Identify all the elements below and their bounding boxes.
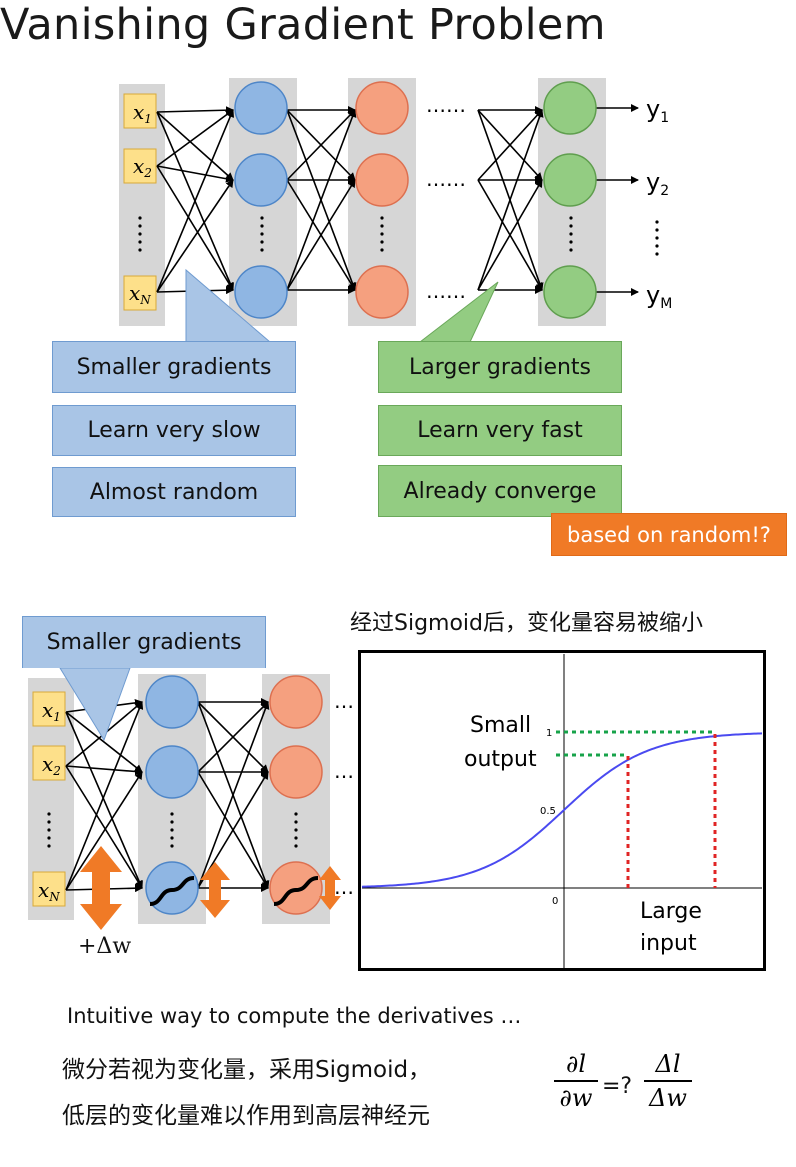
rhs-denominator: Δw: [649, 1084, 687, 1112]
input-node-xN: [123, 275, 157, 311]
input-node-x2: [123, 148, 157, 184]
top-network-diagram: x1 x2 xN …… …… …… y1 y2 yM: [119, 78, 672, 326]
smaller-gradients-box: Smaller gradients: [52, 341, 296, 393]
formula-relation: =?: [602, 1074, 633, 1099]
learn-very-fast-box: Learn very fast: [378, 405, 622, 456]
chinese-line-2: 低层的变化量难以作用到高层神经元: [62, 1103, 430, 1129]
input-node-x1: [123, 93, 157, 129]
ellipsis-b: …: [334, 759, 354, 783]
almost-random-box: Almost random: [52, 467, 296, 517]
input-label: input: [640, 931, 697, 956]
bottom-network-diagram: x1 x2 xN … … …: [28, 667, 354, 930]
learn-very-slow-box: Learn very slow: [52, 405, 296, 456]
intuitive-text: Intuitive way to compute the derivatives…: [67, 1004, 522, 1028]
formula-rhs: Δl Δw: [644, 1050, 692, 1112]
tick-05: 0.5: [540, 806, 556, 817]
larger-gradients-box: Larger gradients: [378, 341, 622, 393]
smaller-gradients-pointer: [185, 268, 272, 343]
output-neuron-1: [543, 81, 597, 135]
big-update-arrow: [80, 846, 122, 930]
tick-0: 0: [552, 896, 558, 907]
bottom-smaller-gradients-callout: Smaller gradients: [22, 616, 266, 668]
ellipsis-a: …: [334, 689, 354, 713]
layer2-neuron-1: [355, 81, 409, 135]
ellipsis-3: ……: [426, 279, 466, 303]
based-on-random-note: based on random!?: [551, 513, 787, 556]
layer1-neuron-2: [234, 153, 288, 207]
chinese-line-1: 微分若视为变化量，采用Sigmoid，: [62, 1057, 432, 1083]
small-update-arrow: [319, 866, 341, 910]
tick-1: 1: [546, 728, 552, 739]
output-neuron-m: [543, 265, 597, 319]
sigmoid-caption: 经过Sigmoid后，变化量容易被缩小: [350, 611, 704, 636]
ellipsis-2: ……: [426, 167, 466, 191]
layer1-neuron-n: [234, 265, 288, 319]
callout-pointers: [185, 268, 499, 343]
rhs-numerator: Δl: [655, 1050, 681, 1078]
formula-lhs: ∂l ∂w: [554, 1050, 598, 1112]
sigmoid-curve: [361, 732, 763, 888]
svg-text:yM: yM: [646, 281, 672, 312]
lhs-numerator: ∂l: [565, 1050, 587, 1078]
output-label: output: [464, 747, 537, 772]
layer2-neuron-2: [355, 153, 409, 207]
page-title: Vanishing Gradient Problem: [0, 0, 606, 50]
ellipsis-1: ……: [426, 93, 466, 117]
medium-update-arrow: [200, 862, 230, 918]
sigmoid-plot: 1 0.5 0 Small output Large input: [358, 650, 766, 971]
layer1-neuron-1: [234, 81, 288, 135]
small-label: Small: [470, 713, 531, 738]
ellipsis-c: …: [334, 875, 354, 899]
already-converge-box: Already converge: [378, 465, 622, 517]
layer2-neuron-n: [355, 265, 409, 319]
larger-gradients-pointer: [418, 281, 499, 343]
output-neuron-2: [543, 153, 597, 207]
delta-w-label: +Δw: [78, 934, 132, 959]
large-label: Large: [640, 899, 702, 924]
lhs-denominator: ∂w: [559, 1084, 593, 1112]
